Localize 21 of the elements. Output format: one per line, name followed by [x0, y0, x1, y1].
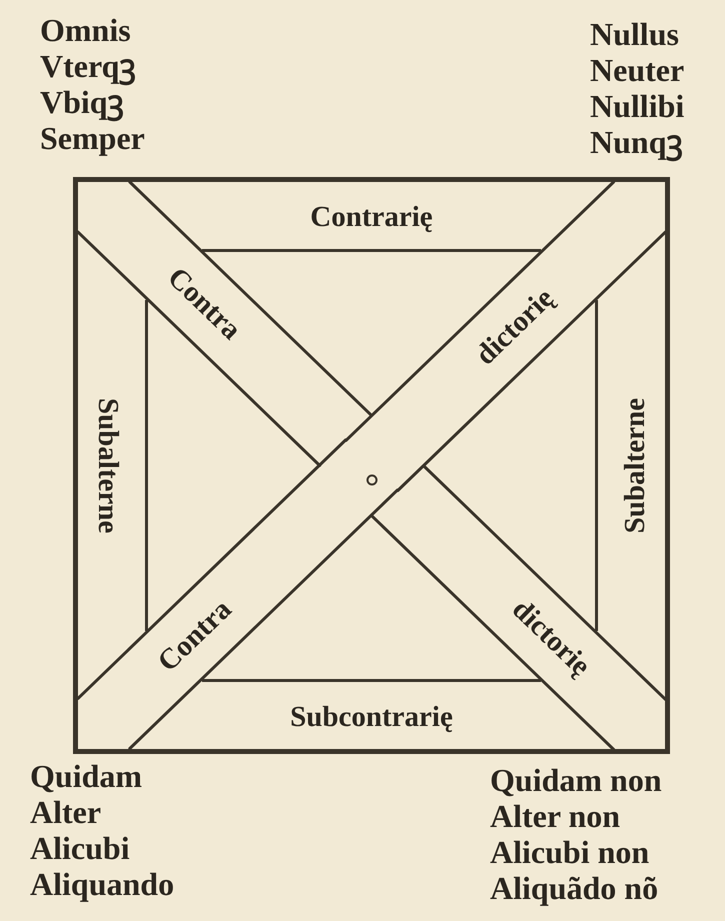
corner-label: Omnis: [40, 12, 131, 48]
corner-label: Nullibi: [590, 88, 684, 124]
corner-label: Nullus: [590, 16, 679, 52]
corner-label: Semper: [40, 120, 145, 156]
band-label: Contrarię: [310, 203, 433, 232]
corner-label: Alter: [30, 794, 102, 830]
band-label: Subalterne: [93, 398, 122, 534]
corner-label: Nunqꝫ: [590, 124, 682, 160]
corner-label: Aliquãdo nõ: [490, 870, 658, 906]
corner-label: Alicubi: [30, 830, 130, 866]
corner-label: Alter non: [490, 798, 620, 834]
band-label: Subalterne: [621, 398, 650, 534]
corner-label: Aliquando: [30, 866, 174, 902]
corner-label: Quidam non: [490, 762, 662, 798]
corner-label: Alicubi non: [490, 834, 650, 870]
corner-label: Vbiqꝫ: [40, 84, 124, 120]
corner-label: Neuter: [590, 52, 684, 88]
band-label: Subcontrarię: [290, 703, 453, 732]
corner-label: Quidam: [30, 758, 142, 794]
corner-label: Vterqꝫ: [40, 48, 136, 84]
square-frame: [73, 177, 670, 754]
